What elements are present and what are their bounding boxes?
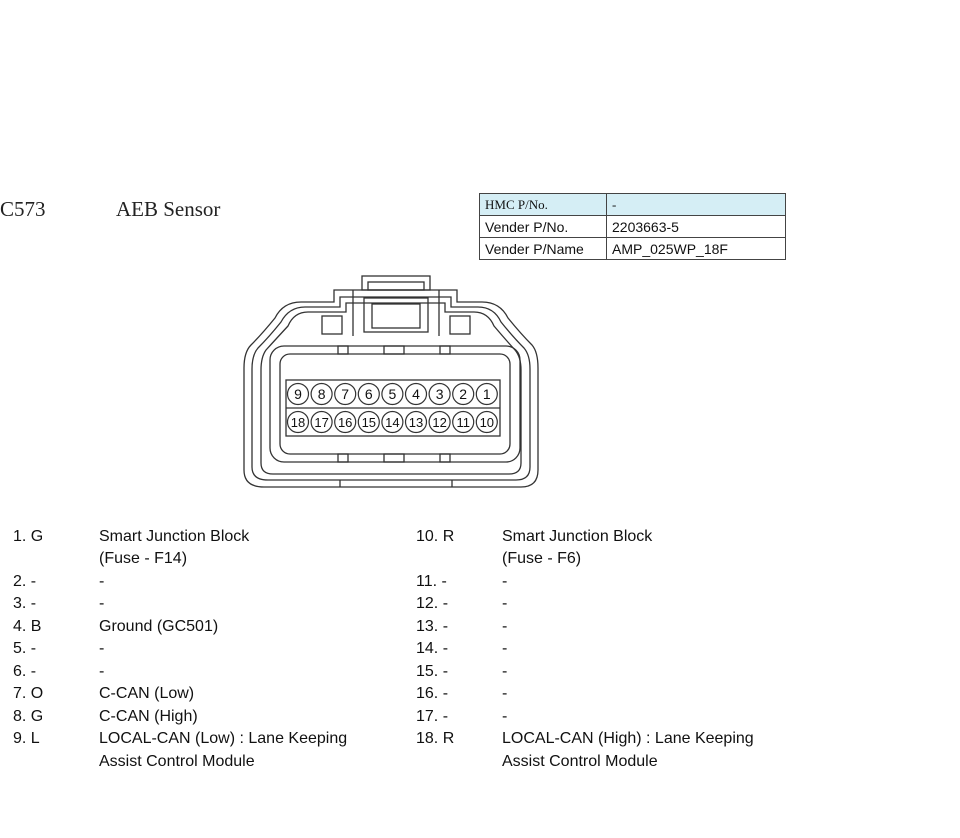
pin-id: 11. - — [416, 572, 447, 590]
pin-number-label: 10 — [480, 415, 494, 430]
pin-description: LOCAL-CAN (High) : Lane Keeping — [502, 730, 754, 747]
pin-description: - — [99, 662, 105, 680]
pin-description: - — [502, 640, 508, 657]
vender-pname-label: Vender P/Name — [479, 237, 607, 260]
pin-description: - — [502, 685, 508, 702]
pin-description: - — [99, 595, 105, 612]
pin-number-label: 16 — [338, 415, 352, 430]
table-row: HMC P/No. - — [479, 193, 786, 216]
pin-description: - — [99, 572, 105, 590]
pin-description: - — [502, 595, 508, 612]
pin-cavity — [334, 382, 357, 406]
pin-id: 3. - — [13, 595, 37, 612]
pin-cavity — [475, 410, 498, 434]
pin-id: 7. O — [13, 685, 44, 702]
pin-id: 4. B — [13, 617, 42, 635]
pin-id: 15. - — [416, 662, 449, 680]
pin-number-label: 6 — [365, 386, 373, 402]
connector-housing — [243, 275, 539, 488]
pin-cavity — [286, 410, 310, 434]
pin-cavity — [310, 410, 333, 434]
pin-description: C-CAN (Low) — [99, 685, 195, 702]
pin-id: 14. - — [416, 640, 449, 657]
pin-description: - — [99, 640, 105, 657]
pin-description-continued: (Fuse - F6) — [502, 550, 582, 568]
pin-id: 5. - — [13, 640, 37, 657]
pin-cavity — [428, 382, 451, 406]
pin-description-continued: Assist Control Module — [502, 752, 658, 770]
pin-description: Smart Junction Block — [502, 527, 653, 545]
pin-id: 1. G — [13, 527, 44, 545]
pin-number-label: 7 — [341, 386, 349, 402]
pin-description: Ground (GC501) — [99, 617, 219, 635]
pin-id: 10. R — [416, 527, 455, 545]
pin-number-label: 3 — [436, 386, 444, 402]
pin-number-label: 4 — [412, 386, 420, 402]
pin-number-label: 1 — [483, 386, 491, 402]
pin-number-label: 18 — [291, 415, 305, 430]
pin-cavity — [452, 410, 475, 434]
pin-description: - — [502, 707, 508, 725]
pin-id: 2. - — [13, 572, 37, 590]
pin-id: 12. - — [416, 595, 449, 612]
hmc-pno-value: - — [606, 193, 786, 216]
pin-cavity — [286, 382, 310, 406]
pin-number-label: 13 — [409, 415, 423, 430]
vender-pname-value: AMP_025WP_18F — [606, 237, 786, 260]
pin-description: - — [502, 617, 508, 635]
pin-description: - — [502, 572, 508, 590]
connector-name: AEB Sensor — [116, 197, 221, 221]
pin-id: 8. G — [13, 707, 44, 725]
pin-description: C-CAN (High) — [99, 707, 198, 725]
pin-cavity — [357, 382, 380, 406]
pin-number-label: 11 — [456, 415, 470, 430]
pin-cavity — [428, 410, 451, 434]
pin-id: 13. - — [416, 617, 449, 635]
pin-id: 17. - — [416, 707, 449, 725]
pin-number-label: 5 — [389, 386, 397, 402]
pin-cavity — [404, 410, 428, 434]
pin-cavity — [381, 410, 404, 434]
pin-cavity — [475, 382, 498, 406]
pin-cavity — [310, 382, 333, 406]
pin-number-label: 15 — [362, 415, 376, 430]
pin-cavity — [452, 382, 475, 406]
pin-id: 16. - — [416, 685, 449, 702]
pin-number-label: 9 — [294, 386, 302, 402]
pin-cavity — [404, 382, 428, 406]
pin-row-bottom: 18 17 16 15 14 13 12 11 10 — [286, 410, 498, 434]
pin-number-label: 17 — [314, 415, 328, 430]
pin-id: 6. - — [13, 662, 37, 680]
pin-cavity — [334, 410, 357, 434]
pin-description: - — [502, 662, 508, 680]
pin-description-continued: (Fuse - F14) — [99, 550, 188, 568]
pin-number-label: 2 — [459, 386, 467, 402]
connector-code: C573 — [0, 197, 46, 221]
pin-number-label: 12 — [432, 415, 446, 430]
pin-number-label: 8 — [318, 386, 326, 402]
pin-id: 18. R — [416, 730, 455, 747]
pin-number-label: 14 — [385, 415, 399, 430]
pin-cavity — [381, 382, 404, 406]
part-number-table: HMC P/No. - Vender P/No. 2203663-5 Vende… — [479, 193, 786, 260]
pin-description-continued: Assist Control Module — [99, 752, 255, 770]
pin-description: LOCAL-CAN (Low) : Lane Keeping — [99, 730, 348, 747]
pin-description: Smart Junction Block — [99, 527, 250, 545]
table-row: Vender P/Name AMP_025WP_18F — [479, 237, 786, 260]
pin-id: 9. L — [13, 730, 40, 747]
pin-cavity — [357, 410, 380, 434]
